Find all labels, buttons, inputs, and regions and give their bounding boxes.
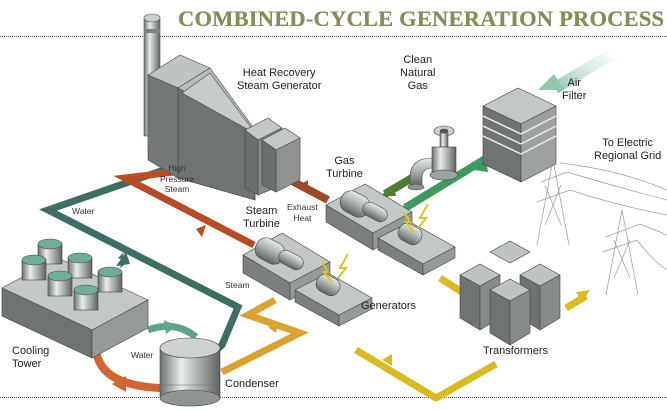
cooling-supply-arrow-head xyxy=(164,320,176,334)
natural-gas-pipe xyxy=(407,125,459,191)
heat-recovery-steam-generator xyxy=(147,54,301,201)
grid-arrow-head xyxy=(576,290,590,302)
electricity-arrow-2 xyxy=(382,354,392,366)
gas-turbine-label: Gas Turbine xyxy=(326,155,363,180)
low-steam-arrow-head xyxy=(268,323,278,333)
gas-turbine-generator xyxy=(377,203,456,276)
generators-label: Generators xyxy=(361,300,417,312)
incoming-air-arrow-head xyxy=(538,74,564,90)
steam-to-condenser-flow xyxy=(220,296,310,376)
exhaust-heat-label: Exhaust Heat xyxy=(287,202,318,223)
exhaust-arrow-head xyxy=(298,180,308,192)
page-title: COMBINED-CYCLE GENERATION PROCESS xyxy=(178,6,665,31)
transformers xyxy=(459,240,561,346)
condenser xyxy=(159,337,221,407)
water-arrow-head xyxy=(116,252,130,266)
steam-turbine-generator xyxy=(294,253,373,327)
air-filter xyxy=(482,87,557,183)
natural-gas-label: Clean Natural Gas xyxy=(400,54,436,92)
water-main-label: Water xyxy=(72,206,95,216)
cooling-cells xyxy=(21,238,123,311)
grid-label: To Electric Regional Grid xyxy=(594,137,662,162)
gas-arrow-head xyxy=(380,186,396,196)
exhaust-heat-flow xyxy=(288,176,330,204)
incoming-air-flow xyxy=(551,49,614,94)
cooling-tower-label: Cooling Tower xyxy=(12,345,50,370)
condenser-label: Condenser xyxy=(225,378,279,390)
high-pressure-steam-flow xyxy=(113,166,256,249)
cooling-tower xyxy=(1,238,149,359)
bottom-dotted-rule xyxy=(0,397,667,398)
transformers-label: Transformers xyxy=(483,345,548,357)
transmission-towers xyxy=(536,159,667,296)
steam-turbine-label: Steam Turbine xyxy=(243,205,280,230)
top-dotted-rule xyxy=(0,36,667,37)
electricity-steam-gen-flow xyxy=(354,346,498,403)
water-cooling-label: Water xyxy=(131,350,154,360)
cooling-return-arrow-head xyxy=(112,376,126,392)
steam-label: Steam xyxy=(225,280,250,290)
steam-arrow-head xyxy=(196,225,206,237)
air-filter-label: Air Filter xyxy=(562,77,587,102)
steam-turbine xyxy=(242,232,331,301)
high-pressure-steam-label: High Pressure Steam xyxy=(160,163,195,194)
hrsg-label: Heat Recovery Steam Generator xyxy=(237,67,322,92)
